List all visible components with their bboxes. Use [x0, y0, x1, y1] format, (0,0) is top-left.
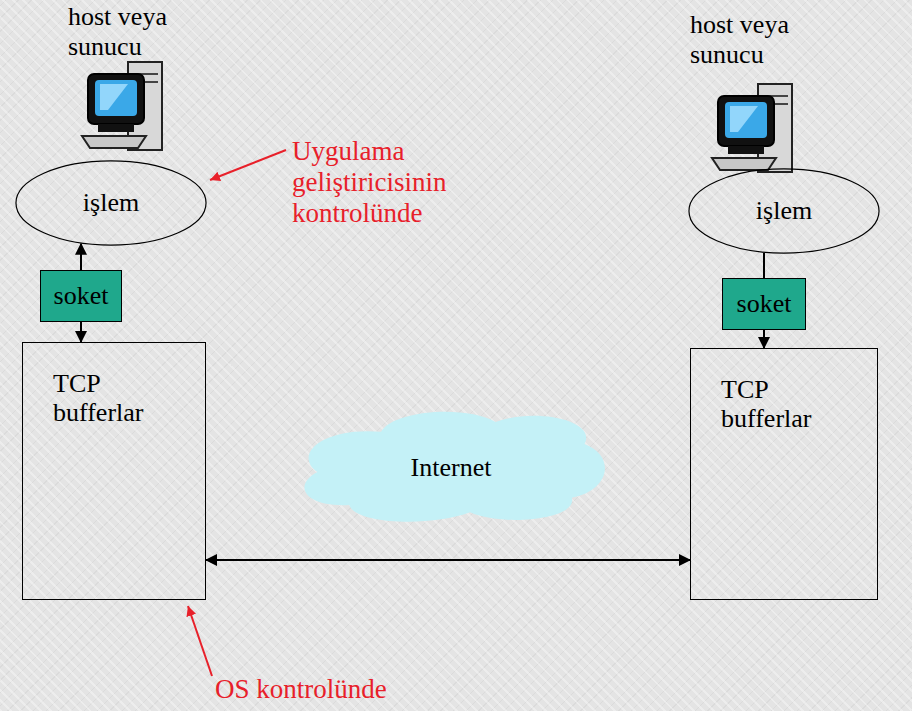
buffer-box: TCP bufferlar	[690, 348, 878, 600]
node-text: soket	[54, 281, 109, 310]
leader-arrow	[210, 150, 286, 180]
host-label: host veya sunucu	[68, 2, 188, 62]
leader-arrow	[188, 606, 212, 676]
connector-arrow	[763, 253, 765, 278]
process-ellipse: işlem	[688, 168, 880, 254]
ellipse-outline	[16, 161, 206, 245]
ellipse-outline	[689, 169, 879, 253]
buffer-box: TCP bufferlar	[22, 342, 206, 600]
computer-icon	[82, 62, 162, 150]
node-text: işlem	[756, 196, 812, 225]
connector-arrow	[206, 559, 690, 561]
callout-note: OS kontrolünde	[215, 674, 475, 705]
socket-box: soket	[40, 270, 122, 322]
connector-arrow	[763, 330, 765, 348]
process-ellipse: işlem	[15, 160, 207, 246]
node-text: TCP bufferlar	[721, 375, 839, 433]
cloud-shape	[304, 412, 604, 522]
connector-arrow	[80, 322, 82, 342]
socket-box: soket	[722, 278, 806, 330]
node-text: işlem	[83, 188, 139, 217]
node-text: TCP bufferlar	[53, 369, 171, 427]
callout-note: Uygulama geliştiricisinin kontrolünde	[292, 136, 480, 229]
connector-arrow	[80, 244, 82, 270]
node-text: Internet	[411, 453, 492, 482]
computer-icon	[712, 84, 792, 172]
internet-cloud: Internet	[292, 405, 610, 527]
node-text: soket	[737, 289, 792, 318]
host-label: host veya sunucu	[690, 10, 810, 70]
